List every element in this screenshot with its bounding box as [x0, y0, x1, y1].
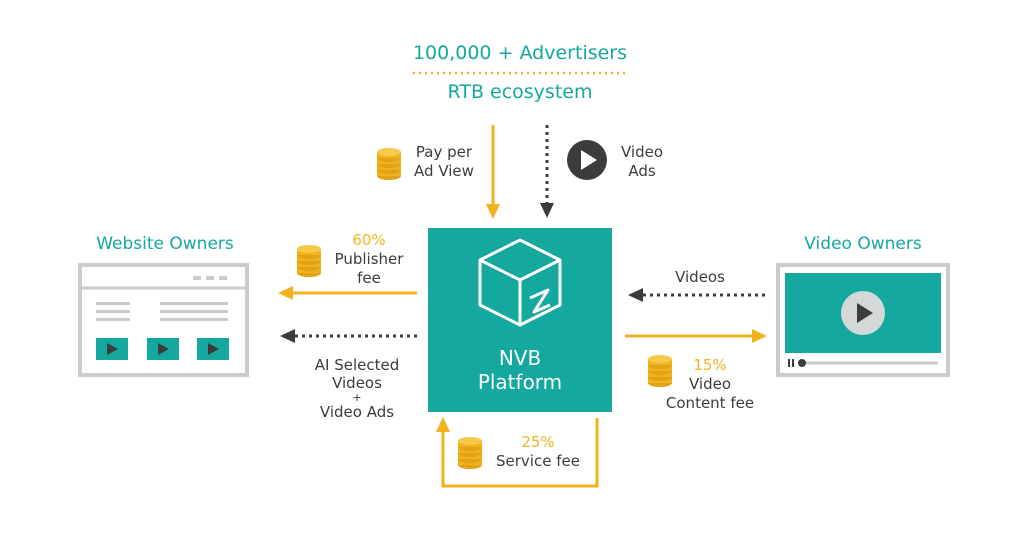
coin-stack-icon	[458, 437, 482, 469]
website-owners-title: Website Owners	[96, 234, 234, 254]
rtb-ecosystem-label: RTB ecosystem	[447, 81, 593, 103]
videos-label: Videos	[675, 268, 725, 286]
pay-per-view-arrow	[486, 125, 500, 219]
cube-logo-icon	[478, 238, 562, 327]
service-fee-label: 25% Service fee	[496, 433, 580, 470]
video-player-icon	[776, 263, 950, 377]
publisher-fee-arrow	[278, 286, 417, 300]
coin-stack-icon	[377, 148, 401, 180]
pay-per-view-label: Pay per Ad View	[414, 143, 474, 180]
video-owners-title: Video Owners	[804, 234, 922, 254]
content-fee-arrow	[625, 329, 767, 343]
advertisers-label: 100,000 + Advertisers	[412, 42, 628, 64]
play-circle-icon	[567, 140, 607, 180]
ai-selected-arrow	[280, 329, 417, 343]
website-browser-icon	[78, 263, 249, 377]
video-ads-arrow	[540, 125, 554, 218]
videos-arrow	[628, 288, 765, 302]
service-fee-arrow	[436, 417, 599, 488]
nvb-platform-label: NVB Platform	[477, 346, 563, 394]
video-ads-label: Video Ads	[620, 143, 664, 180]
content-fee-label: 15% Video Content fee	[665, 356, 755, 412]
ai-selected-label: AI Selected Videos + Video Ads	[314, 356, 400, 421]
publisher-fee-label: 60% Publisher fee	[334, 231, 404, 287]
coin-stack-icon	[297, 245, 321, 277]
